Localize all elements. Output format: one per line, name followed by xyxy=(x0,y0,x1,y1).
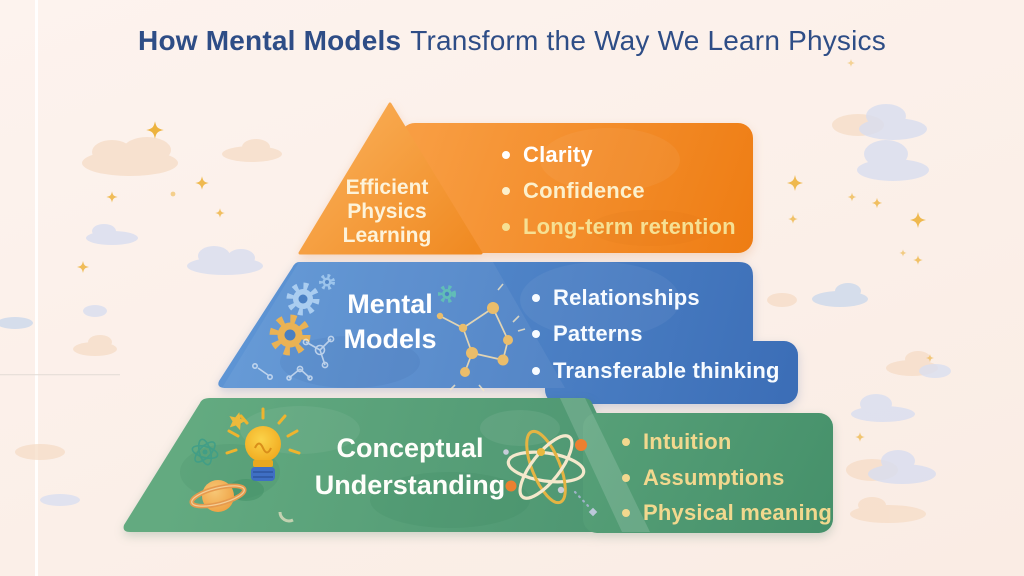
bullet-dot xyxy=(622,509,630,517)
bullet-label: Clarity xyxy=(523,142,593,167)
star-icon xyxy=(229,412,247,431)
bullet-item-confidence: Confidence xyxy=(502,176,645,206)
atom-sketch-icon xyxy=(191,438,219,466)
layer-label-efficient-physics-learning: Efficient Physics Learning xyxy=(322,176,452,248)
label-line: Models xyxy=(343,324,437,354)
bullet-label: Confidence xyxy=(523,178,645,203)
bullet-dot xyxy=(502,151,510,159)
label-line: Conceptual xyxy=(336,433,484,463)
bullet-item-physical-meaning: Physical meaning xyxy=(622,498,832,528)
bullet-label: Long-term retention xyxy=(523,214,736,239)
bullet-label: Transferable thinking xyxy=(553,358,780,383)
page-title-emphasis: How Mental Models xyxy=(138,25,402,56)
bullet-dot xyxy=(532,294,540,302)
bullet-item-clarity: Clarity xyxy=(502,140,593,170)
page-title-rest: Transform the Way We Learn Physics xyxy=(410,25,886,56)
bullet-item-transferable-thinking: Transferable thinking xyxy=(532,356,780,386)
orbit-atom-icon xyxy=(503,429,598,517)
gear-icon xyxy=(438,285,456,303)
layer-efficient-physics-learning xyxy=(298,102,753,255)
page-title: How Mental Models Transform the Way We Le… xyxy=(0,25,1024,57)
bullet-dot xyxy=(502,187,510,195)
horizontal-hairline xyxy=(0,374,120,376)
bullet-label: Patterns xyxy=(553,321,643,346)
bullet-item-assumptions: Assumptions xyxy=(622,463,785,493)
bullet-label: Intuition xyxy=(643,429,732,454)
molecule-icon xyxy=(252,335,335,381)
bullet-label: Relationships xyxy=(553,285,700,310)
crescent-icon xyxy=(278,511,294,523)
bullet-dot xyxy=(502,223,510,231)
bullet-item-long-term-retention: Long-term retention xyxy=(502,212,736,242)
bullet-dot xyxy=(622,474,630,482)
bullet-dot xyxy=(532,367,540,375)
cloud-icon xyxy=(0,104,951,506)
label-line: Physics xyxy=(347,200,427,223)
bullet-item-intuition: Intuition xyxy=(622,427,732,457)
bullet-label: Assumptions xyxy=(643,465,785,490)
bullet-item-patterns: Patterns xyxy=(532,319,643,349)
gear-icon xyxy=(319,274,335,290)
gear-icon xyxy=(269,314,311,356)
saturn-icon xyxy=(189,479,264,512)
bullet-dot xyxy=(532,330,540,338)
network-icon xyxy=(436,283,526,392)
bullet-item-relationships: Relationships xyxy=(532,283,700,313)
cloud-icon xyxy=(15,114,938,523)
gear-icon xyxy=(286,282,320,316)
layer-label-conceptual-understanding: Conceptual Understanding xyxy=(295,430,525,504)
vertical-divider-line xyxy=(35,0,38,576)
label-line: Mental xyxy=(347,289,433,319)
label-line: Learning xyxy=(342,224,432,247)
sparkle-icon xyxy=(77,59,934,442)
label-line: Understanding xyxy=(314,470,506,500)
layer-label-mental-models: Mental Models xyxy=(310,287,470,357)
lightbulb-icon xyxy=(225,407,301,481)
bullet-label: Physical meaning xyxy=(643,500,833,525)
label-line: Efficient xyxy=(345,176,429,199)
bullet-dot xyxy=(622,438,630,446)
